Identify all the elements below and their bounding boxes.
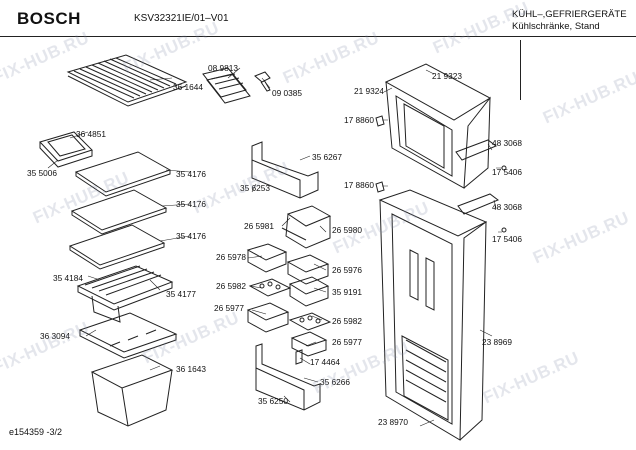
part-label: 35 5006 xyxy=(27,168,57,178)
part-label: 17 5406 xyxy=(492,234,522,244)
glass-shelf-drawing xyxy=(68,151,172,270)
part-label: 36 4851 xyxy=(76,129,106,139)
part-label: 26 5976 xyxy=(332,265,362,275)
brand-logo: BOSCH xyxy=(17,9,81,28)
part-label: 17 5406 xyxy=(492,167,522,177)
part-label: 35 4184 xyxy=(53,273,83,283)
part-label: 35 9191 xyxy=(332,287,362,297)
butter-box-drawing xyxy=(281,205,332,249)
freezer-tray-drawing xyxy=(39,131,93,168)
ice-tray-drawing xyxy=(202,67,251,104)
part-label: 23 8969 xyxy=(482,337,512,347)
part-label: 26 5980 xyxy=(332,225,362,235)
part-label: 21 9323 xyxy=(432,71,462,81)
document-id: e154359 -3/2 xyxy=(9,427,63,437)
part-label: 35 4176 xyxy=(176,169,206,179)
part-label: 26 5981 xyxy=(244,221,274,231)
part-label: 09 0385 xyxy=(272,88,302,98)
part-label: 35 6267 xyxy=(312,152,342,162)
cap-drawing-b xyxy=(501,227,507,233)
part-label: 26 5982 xyxy=(332,316,362,326)
part-label: 36 3094 xyxy=(40,331,70,341)
part-label: 26 5977 xyxy=(332,337,362,347)
bottle-bin-drawing xyxy=(255,343,321,411)
part-label: 35 6266 xyxy=(320,377,350,387)
clip-drawing xyxy=(295,349,303,365)
crisper-drawing xyxy=(90,354,174,427)
ribbed-shelf-drawing xyxy=(76,265,174,323)
part-label: 21 9324 xyxy=(354,86,384,96)
part-label: 48 3068 xyxy=(492,202,522,212)
part-label: 36 1643 xyxy=(176,364,206,374)
part-label: 36 1644 xyxy=(173,82,203,92)
category-subtitle: Kühlschränke, Stand xyxy=(512,21,600,32)
part-label: 35 4176 xyxy=(176,199,206,209)
part-label: 35 6253 xyxy=(240,183,270,193)
part-label: 23 8970 xyxy=(378,417,408,427)
part-label: 35 4177 xyxy=(166,289,196,299)
crisper-cover-drawing xyxy=(78,312,178,359)
part-label: 35 6250 xyxy=(258,396,288,406)
header-divider xyxy=(0,36,636,37)
part-label: 35 4176 xyxy=(176,231,206,241)
part-label: 26 5977 xyxy=(214,303,244,313)
door-bin-drawing xyxy=(251,141,319,199)
ice-scoop-drawing xyxy=(254,71,271,92)
part-label: 26 5978 xyxy=(216,252,246,262)
part-label: 17 8860 xyxy=(344,115,374,125)
hinge-drawing xyxy=(375,115,385,193)
part-label: 48 3068 xyxy=(492,138,522,148)
fridge-door-drawing xyxy=(378,189,488,441)
wire-shelf-drawing xyxy=(66,54,188,107)
freezer-door-drawing xyxy=(384,63,492,189)
leader-lines xyxy=(47,67,502,427)
part-label: 26 5982 xyxy=(216,281,246,291)
handle-drawing xyxy=(455,139,500,215)
part-label: 17 4464 xyxy=(310,357,340,367)
part-label: 17 8860 xyxy=(344,180,374,190)
category-title: KÜHL–,GEFRIERGERÄTE xyxy=(512,9,627,20)
model-number: KSV32321IE/01–V01 xyxy=(134,13,229,24)
egg-holders-drawing xyxy=(246,243,332,357)
vertical-divider xyxy=(520,40,521,100)
part-label: 08 9813 xyxy=(208,63,238,73)
